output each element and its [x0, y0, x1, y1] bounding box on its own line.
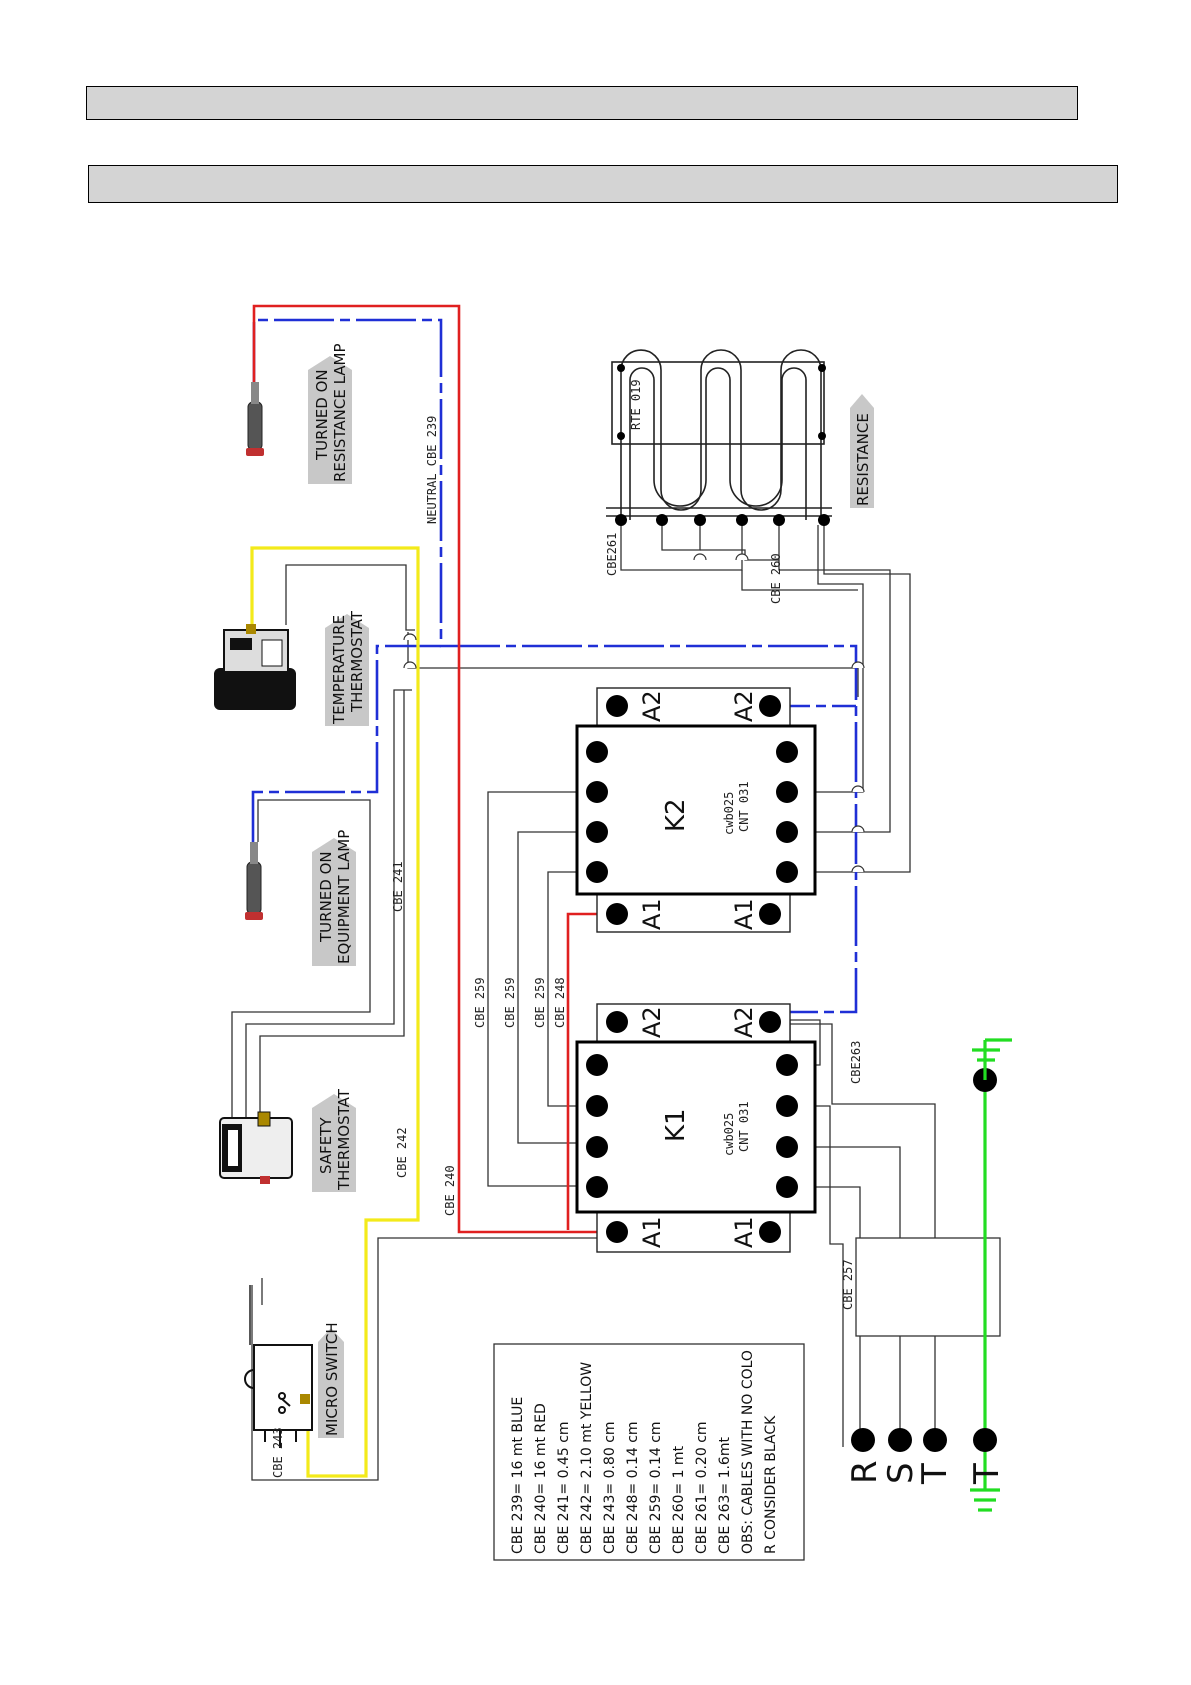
- legend-line: CBE 239= 16 mt BLUE: [510, 1397, 526, 1554]
- resistance-element: [606, 349, 832, 520]
- resistance-tag: RESISTANCE: [850, 394, 874, 508]
- k1-name: K1: [661, 1108, 691, 1142]
- header-bar-top: [86, 86, 1078, 120]
- cable-labels: NEUTRAL CBE 239 CBE 241 CBE 242 CBE 240 …: [271, 416, 863, 1478]
- micro-switch-label: MICRO SWITCH: [323, 1322, 341, 1436]
- k2-a2-left-label: A2: [638, 690, 666, 722]
- ground-symbol-top: [972, 1038, 1012, 1080]
- resistance-lamp-tag: TURNED ON RESISTANCE LAMP: [308, 343, 352, 484]
- legend-line: CBE 248= 0.14 cm: [625, 1421, 641, 1554]
- k1-code2: CNT 031: [737, 1101, 751, 1152]
- legend-line: CBE 263= 1.6mt: [717, 1437, 733, 1554]
- cable-label-neutral: NEUTRAL CBE 239: [425, 416, 439, 524]
- terminal-s-label: S: [881, 1462, 921, 1484]
- contactor-k2: A2 A2 A1 A1 K2 cwb025 CNT 031: [575, 687, 817, 933]
- cable-label-261: CBE261: [605, 533, 619, 576]
- legend-line: CBE 260= 1 mt: [671, 1445, 687, 1554]
- k1-a2-left-label: A2: [638, 1006, 666, 1038]
- cable-label-241: CBE 241: [391, 861, 405, 912]
- terminal-t-label: T: [915, 1463, 955, 1485]
- equipment-lamp-tag: TURNED ON EQUIPMENT LAMP: [312, 830, 356, 966]
- k2-a2-right-label: A2: [730, 690, 758, 722]
- k1-a1-left-label: A1: [638, 1216, 666, 1248]
- k2-code2: CNT 031: [737, 781, 751, 832]
- k1-body: [575, 1040, 817, 1214]
- legend-line: R CONSIDER BLACK: [763, 1415, 779, 1554]
- temperature-thermostat-icon: [214, 624, 296, 710]
- cable-label-257: CBE 257: [841, 1259, 855, 1310]
- power-terminals: R S T T: [845, 1428, 1007, 1485]
- resistance-lamp-label-1: TURNED ON: [313, 369, 331, 461]
- legend-lines: CBE 239= 16 mt BLUE CBE 240= 16 mt RED CBE…: [510, 1350, 779, 1554]
- safety-thermostat-label-1: SAFETY: [317, 1117, 335, 1174]
- micro-switch-tag: MICRO SWITCH: [318, 1322, 344, 1438]
- micro-switch-icon: [244, 1285, 313, 1448]
- terminal-ground-label: T: [967, 1463, 1007, 1485]
- equipment-lamp-label-1: TURNED ON: [317, 851, 335, 943]
- resistance-lamp-label-2: RESISTANCE LAMP: [331, 343, 349, 482]
- k2-body: [575, 724, 817, 896]
- legend-line: OBS: CABLES WITH NO COLO: [740, 1350, 756, 1554]
- legend-box: CBE 239= 16 mt BLUE CBE 240= 16 mt RED CBE…: [493, 1343, 805, 1561]
- k1-code1: cwb025: [722, 1113, 736, 1156]
- legend-line: CBE 259= 0.14 cm: [648, 1421, 664, 1554]
- temperature-thermostat-tag: TEMPERATURE THERMOSTAT: [325, 610, 369, 726]
- legend-line: CBE 243= 0.80 cm: [602, 1421, 618, 1554]
- cable-label-242: CBE 242: [395, 1127, 409, 1178]
- k1-a2-strip: [596, 1003, 791, 1045]
- resistance-terminals: [615, 364, 830, 526]
- legend-line: CBE 242= 2.10 mt YELLOW: [579, 1362, 595, 1554]
- equipment-lamp-label-2: EQUIPMENT LAMP: [335, 830, 353, 964]
- cable-label-259b: CBE 259: [503, 977, 517, 1028]
- k2-a1-left-label: A1: [638, 898, 666, 930]
- cable-label-259a: CBE 259: [473, 977, 487, 1028]
- k2-a1-right-label: A1: [730, 898, 758, 930]
- resistance-code: RTE 019: [629, 379, 643, 430]
- k2-name: K2: [661, 798, 691, 832]
- safety-thermostat-tag: SAFETY THERMOSTAT: [312, 1088, 356, 1192]
- k1-a1-right-label: A1: [730, 1216, 758, 1248]
- cable-label-243: CBE 243: [271, 1427, 285, 1478]
- wire-hops: [403, 553, 865, 873]
- ground-line: [970, 1038, 1012, 1512]
- temperature-thermostat-label-2: THERMOSTAT: [348, 610, 366, 713]
- temperature-thermostat-label-1: TEMPERATURE: [330, 615, 348, 725]
- safety-thermostat-label-2: THERMOSTAT: [335, 1088, 353, 1191]
- resistance-lamp-icon: [246, 382, 264, 456]
- header-bar-bottom: [88, 165, 1118, 203]
- legend-line: CBE 240= 16 mt RED: [533, 1403, 549, 1554]
- black-wires: [231, 520, 1001, 1481]
- yellow-wires: [250, 546, 420, 1478]
- cable-label-260: CBE 260: [769, 553, 783, 604]
- cable-label-259c: CBE 259: [533, 977, 547, 1028]
- equipment-lamp-icon: [245, 842, 263, 920]
- legend-line: CBE 261= 0.20 cm: [694, 1421, 710, 1554]
- contactor-k1: A2 A2 A1 A1 K1 cwb025 CNT 031: [575, 1003, 817, 1253]
- cable-label-248: CBE 248: [553, 977, 567, 1028]
- cable-label-240: CBE 240: [443, 1165, 457, 1216]
- k2-code1: cwb025: [722, 792, 736, 835]
- k1-a2-right-label: A2: [730, 1006, 758, 1038]
- cable-label-263: CBE263: [849, 1041, 863, 1084]
- safety-thermostat-icon: [219, 1111, 293, 1184]
- k2-a2-strip: [596, 687, 791, 729]
- legend-line: CBE 241= 0.45 cm: [556, 1421, 572, 1554]
- resistance-label: RESISTANCE: [854, 413, 872, 506]
- k1-a1-strip: [596, 1209, 791, 1253]
- terminal-r-label: R: [845, 1460, 885, 1484]
